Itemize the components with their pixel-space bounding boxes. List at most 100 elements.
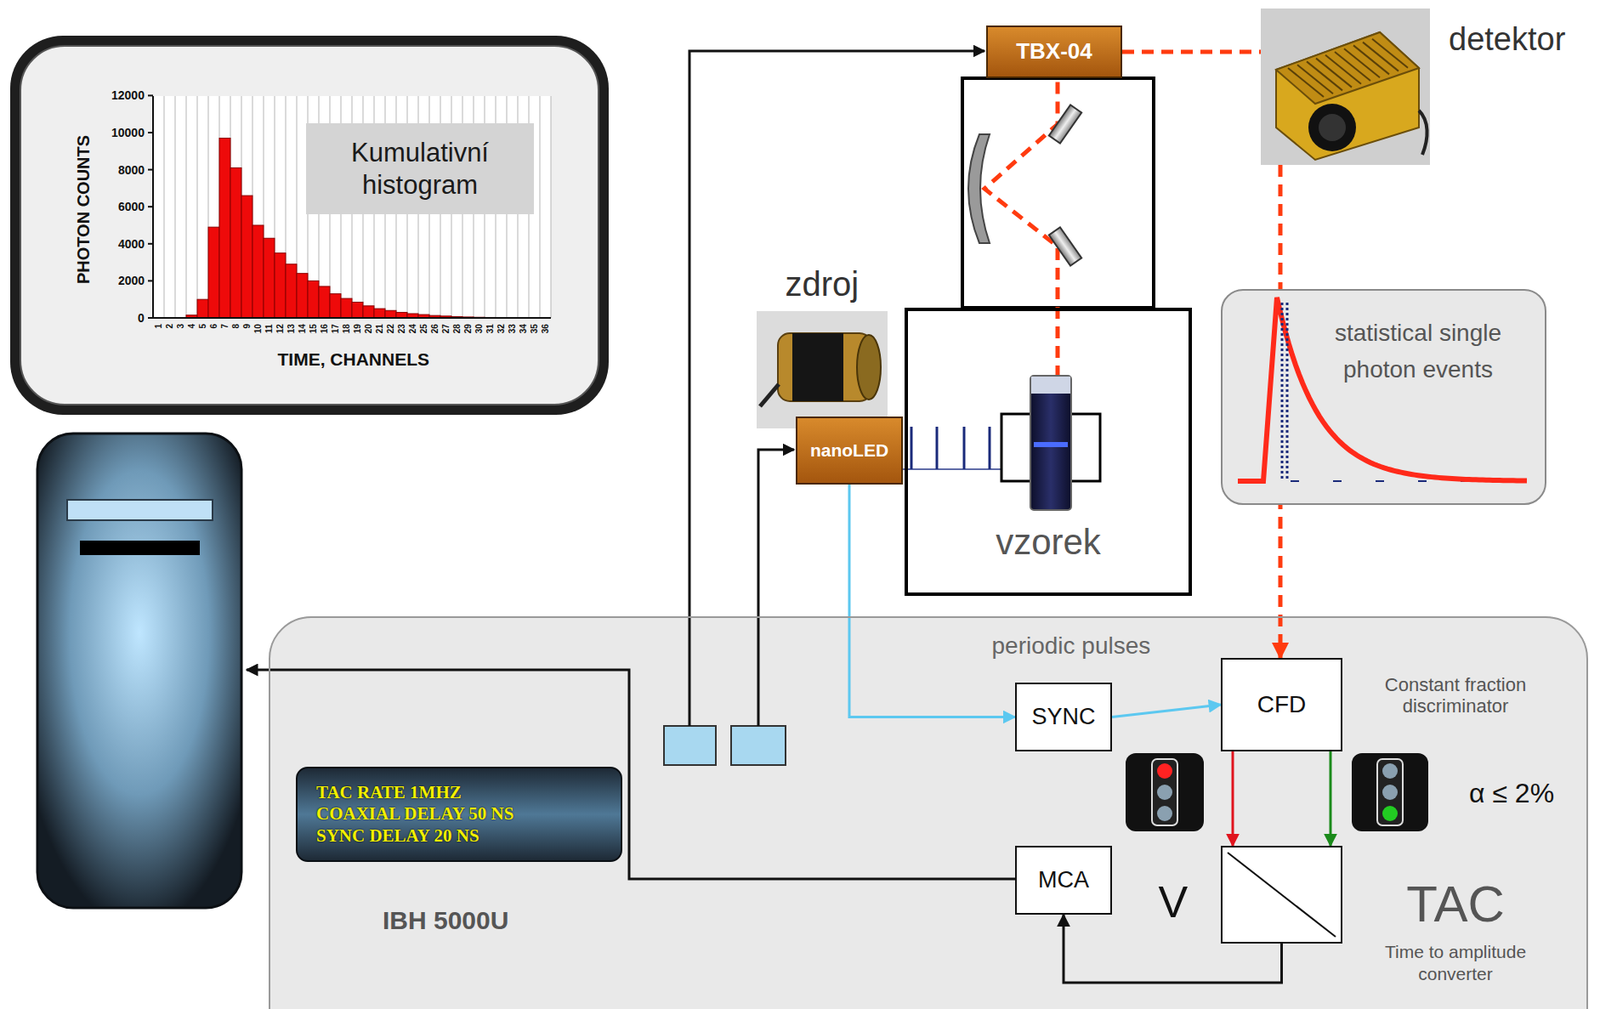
node-text: SYNC <box>1031 703 1096 731</box>
histogram-bar <box>340 298 352 318</box>
grid-line <box>175 96 176 318</box>
decay-curve <box>1237 297 1527 482</box>
tick-label: 14 <box>297 323 308 334</box>
node-text: IBH 5000U <box>382 905 509 937</box>
drive-slot <box>67 499 213 521</box>
heat-sink-fin <box>1372 39 1408 69</box>
tick-label: 34 <box>518 323 529 334</box>
grid-line <box>197 96 199 318</box>
detector-body <box>1276 32 1419 104</box>
tick-label: 24 <box>408 323 419 334</box>
converter-diagonal <box>1227 852 1336 937</box>
detector-photo: detektor <box>1260 8 1430 165</box>
tick-label: 35 <box>529 323 540 334</box>
detector-body <box>1276 32 1419 160</box>
tick-label: 18 <box>341 323 352 334</box>
detector-lens <box>1308 103 1357 152</box>
detector-photo <box>1260 8 1430 165</box>
node-text: detektor <box>1448 20 1566 60</box>
tick-label: 33 <box>507 323 518 334</box>
photon-events <box>1286 302 1289 482</box>
cuvette <box>1031 376 1071 394</box>
title-box: Kumulativní histogram <box>306 123 534 215</box>
histogram-bar <box>329 294 341 318</box>
housing-fill <box>268 616 1589 1009</box>
traffic-light-icon <box>1377 759 1403 826</box>
connector <box>1112 704 1221 718</box>
tick-label: 16 <box>319 323 330 334</box>
tick-label: 6 <box>209 323 220 330</box>
histogram-bar <box>208 226 220 318</box>
process-box: MCA <box>1015 845 1113 915</box>
axis-title: TIME, CHANNELS <box>278 349 431 370</box>
display-panel: TAC RATE 1MHZCOAXIAL DELAY 50 NSSYNC DEL… <box>295 766 623 863</box>
process-box: CFD <box>1220 658 1343 752</box>
node-text: MCA <box>1038 866 1090 894</box>
grid-line <box>186 96 188 318</box>
tick-label: 7 <box>220 323 231 330</box>
mirror <box>1049 104 1082 143</box>
traffic-light-icon <box>1151 759 1178 826</box>
histogram-bar <box>252 225 264 318</box>
y-axis <box>152 96 154 318</box>
tick-label: 31 <box>485 323 496 334</box>
tick-label: 10000 <box>111 125 145 140</box>
histogram-bar <box>241 195 253 318</box>
node-text: Kumulativní histogram <box>306 136 534 200</box>
node-text: Time to amplitude converter <box>1361 941 1549 987</box>
photo-ground <box>1260 8 1430 165</box>
node-text: CFD <box>1257 690 1307 720</box>
source-photo <box>760 384 779 407</box>
part-label: zdroj <box>785 264 860 304</box>
traffic-light-icon <box>1157 805 1173 822</box>
histogram-bar <box>307 280 319 318</box>
detector-cable <box>1418 110 1428 155</box>
traffic-light-icon <box>1382 784 1398 800</box>
tick-label: 36 <box>540 323 551 334</box>
tick-label: 3 <box>175 323 187 330</box>
tick-label: 10 <box>253 323 264 334</box>
device-box: TBX-04 <box>986 25 1123 79</box>
tick-label: 5 <box>198 323 209 330</box>
histogram-bar <box>230 167 242 318</box>
tick-label: 6000 <box>118 199 145 214</box>
tick-label: 8 <box>231 323 242 330</box>
mirror <box>1049 226 1082 266</box>
tick-label: 0 <box>137 311 145 325</box>
histogram-bar <box>318 286 330 318</box>
tick-label: 12 <box>275 323 286 334</box>
plot-area <box>153 96 551 318</box>
tick-label: 12000 <box>111 88 145 103</box>
tick-label: 13 <box>286 323 297 334</box>
connector <box>1231 751 1235 846</box>
pulse-train <box>936 426 939 470</box>
traffic-light-icon <box>1157 784 1173 800</box>
connector <box>1122 50 1261 55</box>
source-photo <box>856 334 881 400</box>
grid-line <box>550 96 552 318</box>
converter-symbol <box>1222 847 1341 942</box>
node-text: SYNC DELAY 20 NS <box>316 825 480 847</box>
connector <box>1329 751 1333 846</box>
histogram-bar <box>374 308 386 318</box>
traffic-light-icon <box>1125 753 1204 832</box>
pulse-train <box>902 468 1012 471</box>
tick-label: 4 <box>187 323 198 330</box>
tick-label: 25 <box>419 323 430 334</box>
source-photo <box>792 333 844 402</box>
annotation: α ≤ 2% <box>1469 777 1555 810</box>
control-wire <box>758 449 795 727</box>
tick-label: 26 <box>430 323 441 334</box>
histogram-bar <box>263 238 275 318</box>
tick-label: 29 <box>463 323 474 334</box>
tick-label: 32 <box>496 323 507 334</box>
callout-panel: statistical single photon events <box>1220 289 1547 505</box>
tick-label: 8000 <box>118 163 145 177</box>
tick-label: 2 <box>164 323 176 330</box>
monitor-frame <box>10 35 609 415</box>
tick-label: 19 <box>352 323 364 334</box>
signal-label: V <box>1158 877 1189 929</box>
histogram-bar <box>363 306 375 318</box>
traffic-light-icon <box>1382 805 1398 822</box>
monitor-screen <box>20 45 599 405</box>
